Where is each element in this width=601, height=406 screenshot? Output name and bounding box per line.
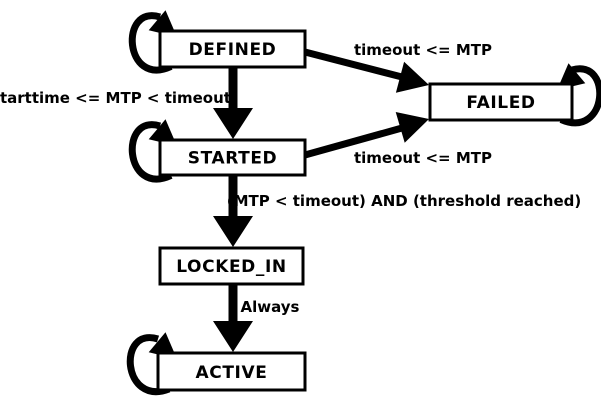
state-node-failed: FAILED (428, 82, 574, 122)
edge-label-started-to-failed: timeout <= MTP (354, 149, 492, 167)
self-loop-defined-path (128, 12, 173, 74)
state-node-started-label: STARTED (188, 149, 278, 169)
edge-started-to-failed-arrowhead-icon (395, 112, 429, 143)
edge-started-to-locked-in-arrowhead-icon (213, 216, 253, 247)
edge-started-to-failed-line (304, 124, 403, 159)
state-node-defined: DEFINED (158, 29, 307, 69)
state-node-failed-label: FAILED (466, 93, 535, 113)
edge-locked-in-to-active: Always (213, 284, 300, 352)
edge-locked-in-to-active-arrowhead-icon (213, 321, 253, 352)
self-loop-started-path (128, 121, 173, 183)
edge-defined-to-started-arrowhead-icon (213, 108, 253, 139)
edge-defined-to-failed-arrowhead-icon (395, 61, 429, 93)
edge-defined-to-failed: timeout <= MTP (304, 41, 492, 93)
state-node-locked-in-box (158, 246, 305, 286)
state-node-locked-in: LOCKED_IN (158, 246, 305, 286)
state-node-active-label: ACTIVE (196, 363, 268, 383)
state-node-active: ACTIVE (156, 351, 307, 392)
state-node-started: STARTED (158, 138, 307, 177)
self-loop-active-path (126, 334, 171, 395)
edge-label-defined-to-started: starttime <= MTP < timeout (0, 89, 231, 107)
edge-label-defined-to-failed: timeout <= MTP (354, 41, 492, 59)
self-loop-failed-path (559, 65, 601, 127)
state-node-defined-box (158, 29, 307, 69)
edge-defined-to-failed-line (304, 48, 403, 81)
state-node-active-box (156, 351, 307, 392)
state-node-locked-in-label: LOCKED_IN (176, 257, 287, 277)
state-node-defined-label: DEFINED (189, 40, 277, 60)
edge-defined-to-started: starttime <= MTP < timeout (0, 67, 253, 139)
state-node-started-box (158, 138, 307, 177)
state-node-failed-box (428, 82, 574, 122)
edge-started-to-failed: timeout <= MTP (304, 112, 492, 167)
edge-label-started-to-locked-in: (MTP < timeout) AND (threshold reached) (227, 192, 582, 210)
edge-label-locked-in-to-active: Always (241, 298, 300, 316)
edge-started-to-locked-in: (MTP < timeout) AND (threshold reached) (213, 175, 581, 247)
